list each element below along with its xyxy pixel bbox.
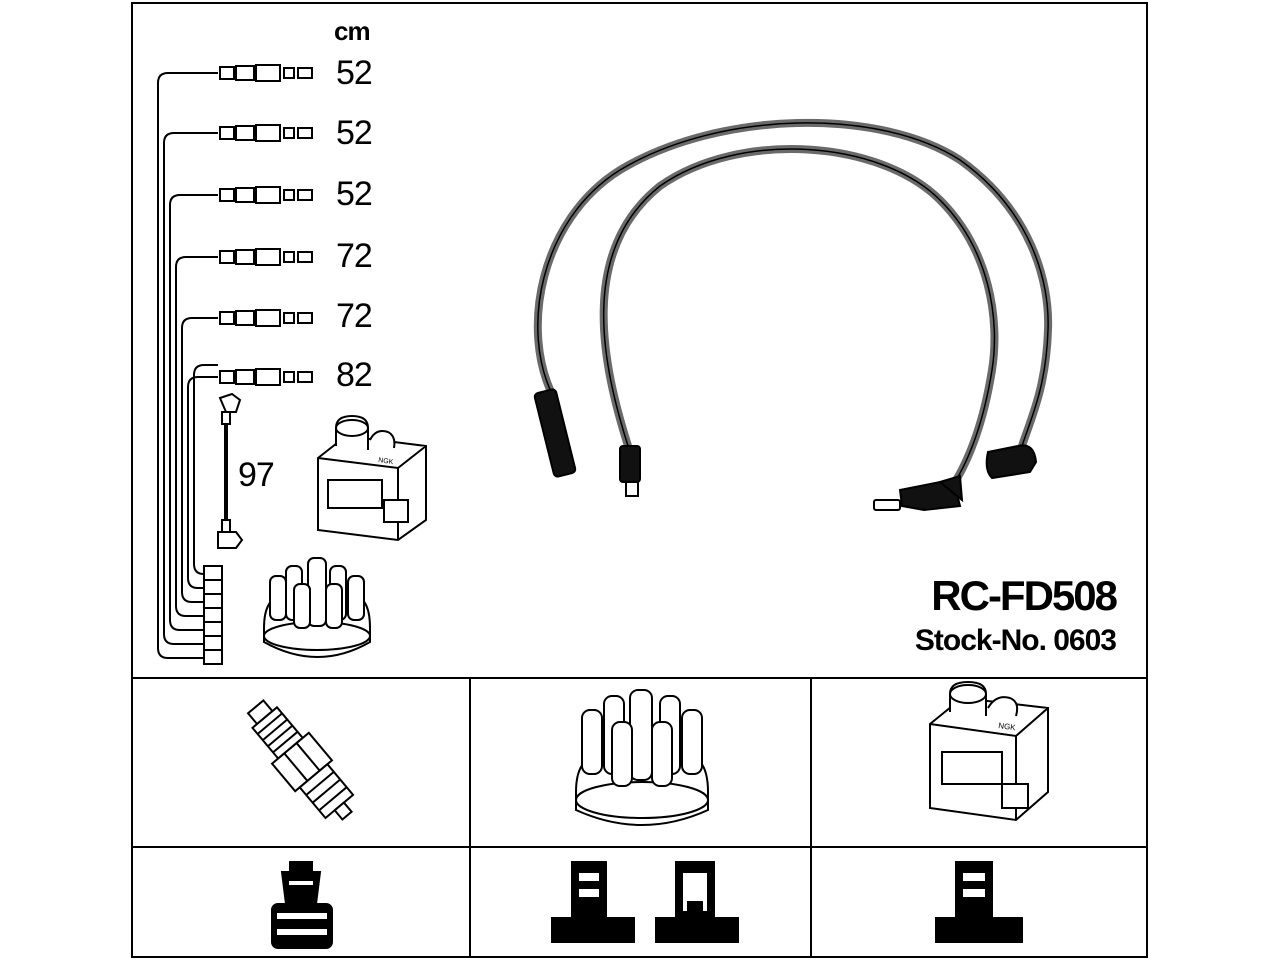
lead-length-5: 72 — [336, 297, 373, 335]
divider-top — [131, 677, 1148, 679]
model-number: RC-FD508 — [931, 572, 1118, 619]
lead-length-6: 82 — [336, 356, 373, 394]
coil-lead-length: 97 — [238, 456, 275, 494]
svg-text:NGK: NGK — [378, 457, 394, 466]
svg-text:NGK: NGK — [998, 721, 1017, 732]
divider-right — [810, 677, 812, 958]
diagram-frame — [131, 2, 1148, 958]
lead-length-3: 52 — [336, 175, 373, 213]
lead-length-4: 72 — [336, 237, 373, 275]
length-unit-label: cm — [334, 16, 371, 46]
stock-number: Stock-No. 0603 — [914, 624, 1117, 657]
lead-length-1: 52 — [336, 54, 373, 92]
divider-left — [469, 677, 471, 958]
divider-bottom — [131, 846, 1148, 848]
lead-length-2: 52 — [336, 114, 373, 152]
